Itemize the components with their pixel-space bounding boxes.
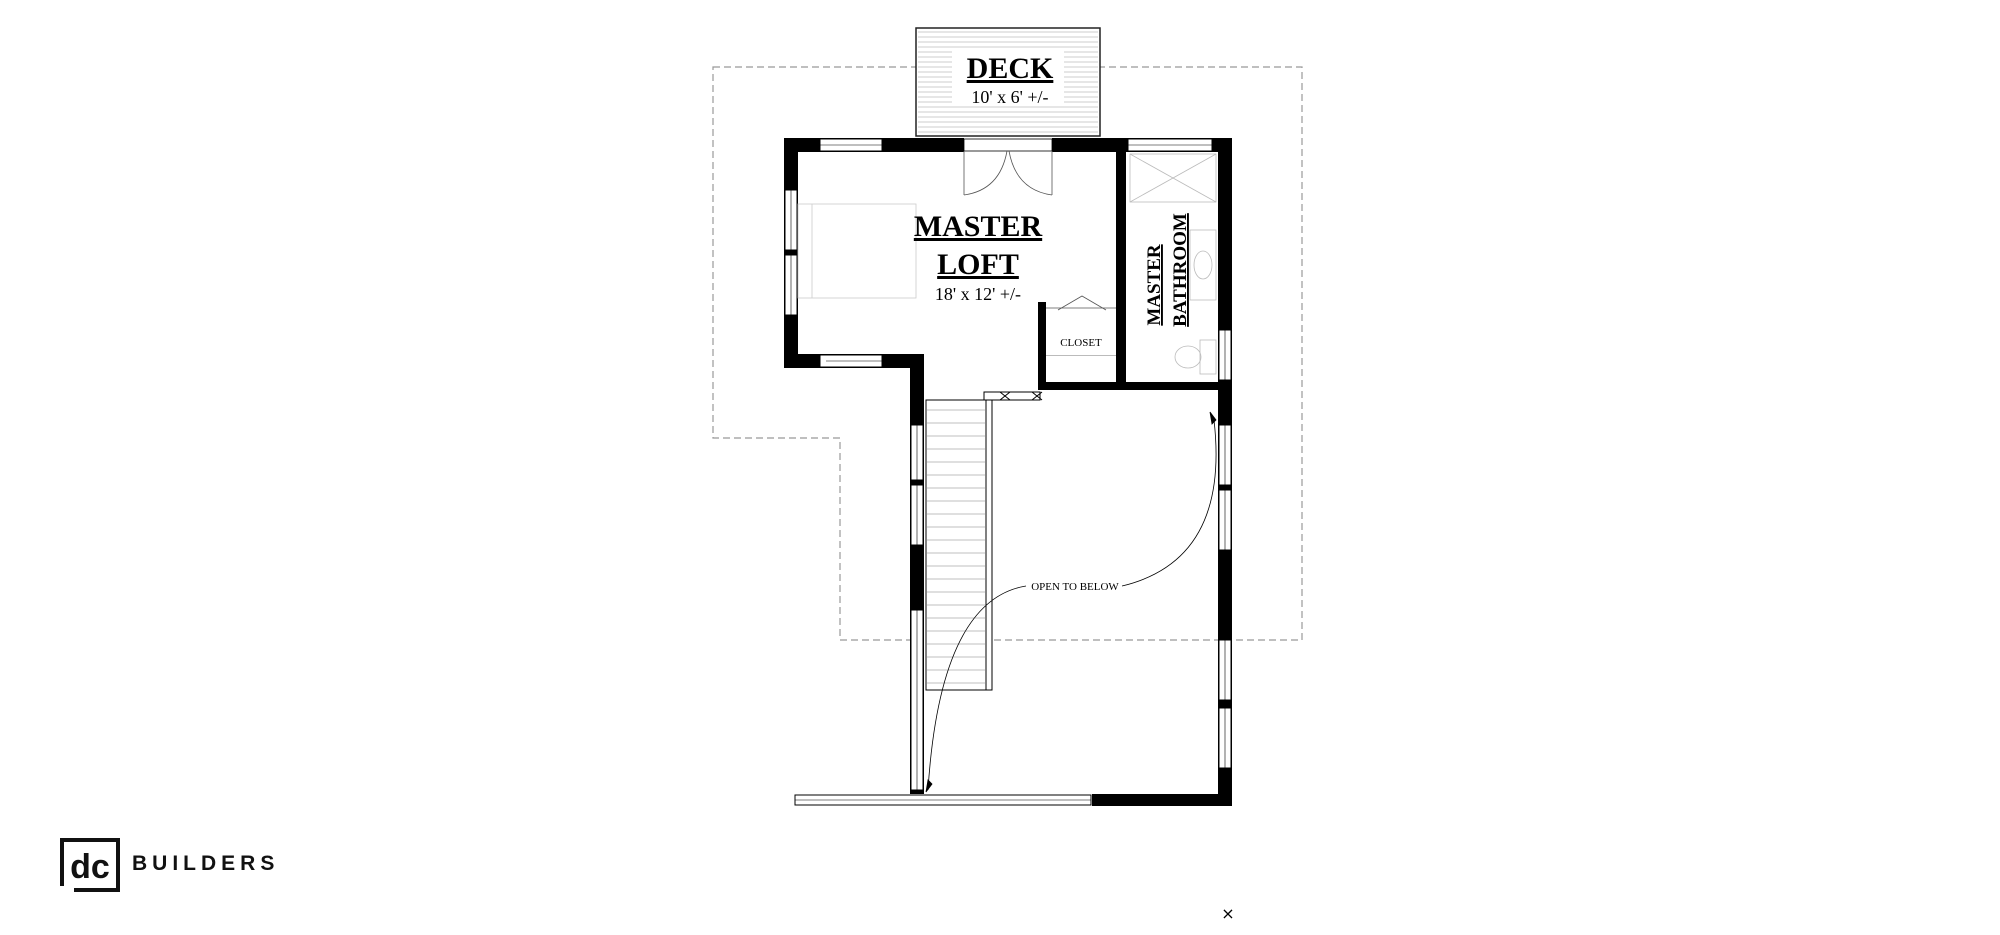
master-bathroom-name-1: MASTER bbox=[1144, 244, 1165, 326]
pocket-door bbox=[1120, 205, 1125, 265]
master-loft-size: 18' x 12' +/- bbox=[935, 284, 1021, 304]
guard-rail bbox=[983, 391, 1043, 401]
deck-name: DECK bbox=[967, 52, 1054, 85]
closet-label: CLOSET bbox=[1060, 337, 1102, 349]
master-bathroom-name-2: BATHROOM bbox=[1170, 213, 1191, 327]
deck-label: DECK 10' x 6' +/- bbox=[952, 50, 1064, 107]
closet-divider bbox=[1046, 355, 1116, 356]
vanity bbox=[1189, 229, 1217, 301]
deck-doors bbox=[963, 138, 1053, 196]
closet-door bbox=[1046, 295, 1116, 311]
dc-logo-icon: dc bbox=[60, 838, 120, 892]
open-to-below-label: OPEN TO BELOW bbox=[1028, 578, 1122, 594]
close-icon[interactable]: × bbox=[1221, 904, 1234, 923]
deck-size: 10' x 6' +/- bbox=[971, 87, 1048, 107]
brand-logo: dc BUILDERS bbox=[60, 838, 280, 892]
open-to-below-text: OPEN TO BELOW bbox=[1031, 581, 1119, 593]
brand-name: BUILDERS bbox=[132, 852, 280, 875]
brand-letters: dc bbox=[70, 848, 110, 886]
deck bbox=[915, 27, 1101, 137]
master-loft-name-1: MASTER bbox=[914, 210, 1043, 243]
roof-outline bbox=[712, 66, 1303, 641]
master-loft-name-2: LOFT bbox=[937, 248, 1019, 281]
open-to-below-leaders bbox=[925, 411, 1217, 793]
toilet bbox=[1174, 339, 1217, 375]
bed bbox=[797, 203, 917, 299]
stairs bbox=[925, 399, 993, 691]
shower bbox=[1129, 153, 1217, 203]
